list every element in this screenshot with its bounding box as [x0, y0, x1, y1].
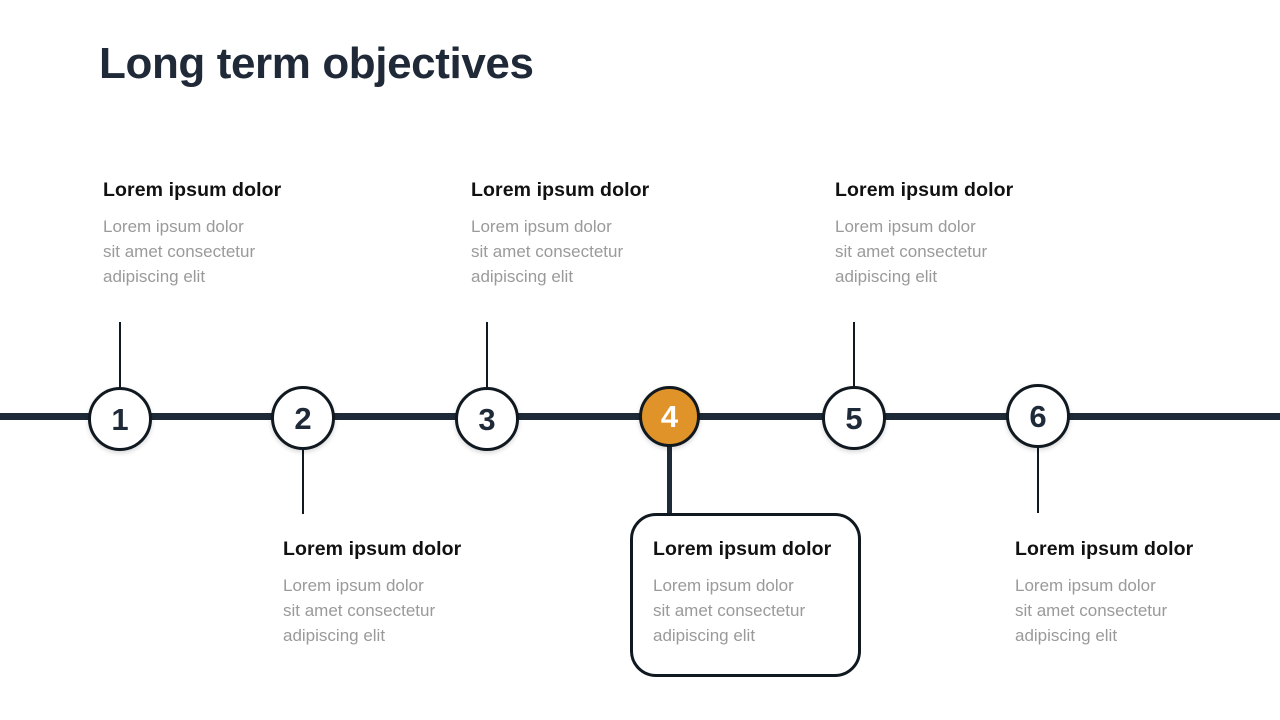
- timeline-entry-1: Lorem ipsum dolor Lorem ipsum dolor sit …: [103, 179, 281, 289]
- connector-stem-4: [667, 445, 672, 515]
- timeline-node-3[interactable]: 3: [455, 387, 519, 451]
- timeline-node-5-number: 5: [845, 400, 863, 436]
- connector-stem-3: [486, 322, 488, 390]
- timeline-entry-5-heading: Lorem ipsum dolor: [835, 179, 1014, 201]
- timeline-entry-6-body: Lorem ipsum dolor sit amet consectetur a…: [1015, 576, 1168, 646]
- connector-stem-5: [853, 322, 855, 388]
- timeline-entry-2-body: Lorem ipsum dolor sit amet consectetur a…: [283, 576, 436, 646]
- timeline-node-1-number: 1: [111, 401, 129, 437]
- timeline-entry-4-body: Lorem ipsum dolor sit amet consectetur a…: [653, 576, 806, 646]
- timeline-node-2[interactable]: 2: [271, 386, 335, 450]
- timeline-entry-2: Lorem ipsum dolor Lorem ipsum dolor sit …: [283, 538, 461, 648]
- timeline-node-2-number: 2: [294, 400, 312, 436]
- timeline-entry-1-body: Lorem ipsum dolor sit amet consectetur a…: [103, 217, 256, 287]
- timeline-entry-6-heading: Lorem ipsum dolor: [1015, 538, 1194, 560]
- timeline-entry-5: Lorem ipsum dolor Lorem ipsum dolor sit …: [835, 179, 1013, 289]
- timeline-entry-4: Lorem ipsum dolor Lorem ipsum dolor sit …: [653, 538, 831, 648]
- timeline-entry-3-heading: Lorem ipsum dolor: [471, 179, 650, 201]
- timeline-node-4-number: 4: [660, 399, 679, 434]
- timeline-entry-2-heading: Lorem ipsum dolor: [283, 538, 462, 560]
- highlighted-callout-card[interactable]: Lorem ipsum dolor Lorem ipsum dolor sit …: [630, 513, 861, 677]
- connector-stem-6: [1037, 446, 1039, 513]
- timeline-entry-3: Lorem ipsum dolor Lorem ipsum dolor sit …: [471, 179, 649, 289]
- timeline-node-3-number: 3: [478, 401, 496, 437]
- timeline-node-4[interactable]: 4: [639, 386, 700, 447]
- connector-stem-1: [119, 322, 121, 390]
- timeline-node-6-number: 6: [1029, 398, 1047, 434]
- timeline-node-6[interactable]: 6: [1006, 384, 1070, 448]
- connector-stem-2: [302, 448, 304, 514]
- timeline-entry-4-heading: Lorem ipsum dolor: [653, 538, 832, 560]
- page-title: Long term objectives: [99, 39, 534, 88]
- timeline-node-5[interactable]: 5: [822, 386, 886, 450]
- timeline-entry-3-body: Lorem ipsum dolor sit amet consectetur a…: [471, 217, 624, 287]
- timeline-node-1[interactable]: 1: [88, 387, 152, 451]
- timeline-entry-5-body: Lorem ipsum dolor sit amet consectetur a…: [835, 217, 988, 287]
- timeline-entry-6: Lorem ipsum dolor Lorem ipsum dolor sit …: [1015, 538, 1193, 648]
- timeline-entry-1-heading: Lorem ipsum dolor: [103, 179, 282, 201]
